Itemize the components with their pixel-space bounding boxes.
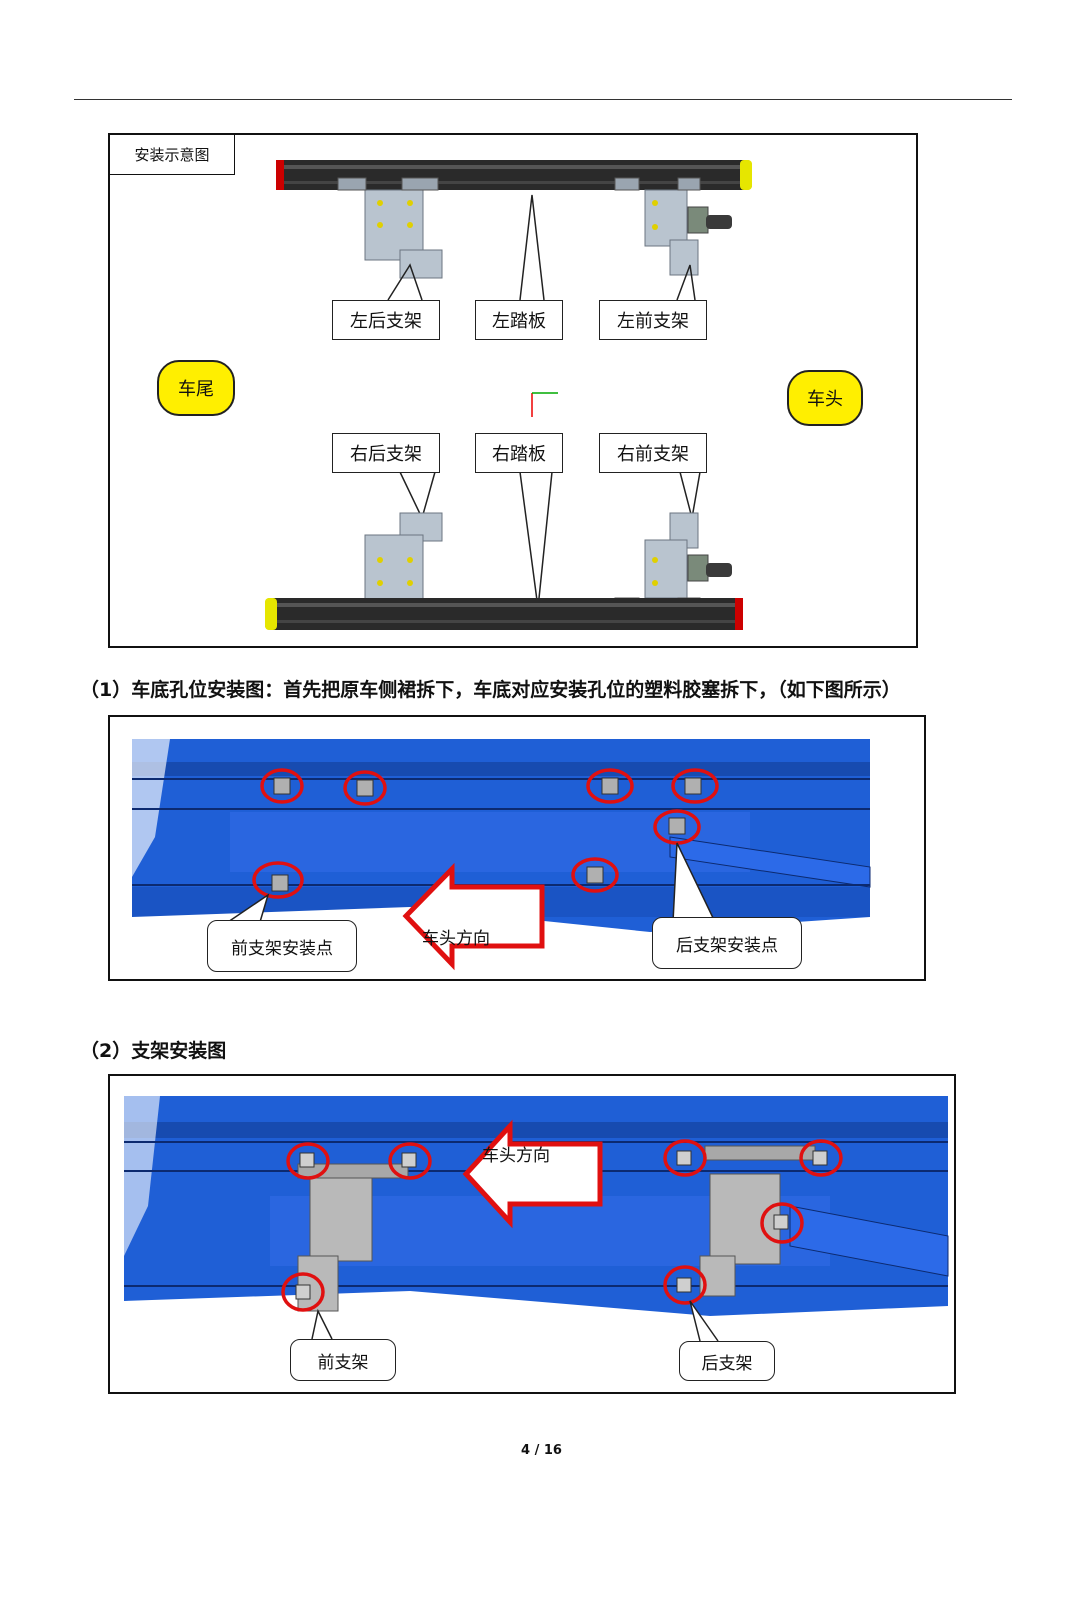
diagram-drawing (265, 160, 752, 630)
label-front-mount-point: 前支架安装点 (207, 920, 357, 972)
badge-rear: 车尾 (157, 360, 235, 416)
header-rule (74, 99, 1012, 100)
label-front-bracket: 前支架 (290, 1339, 396, 1381)
label-rear-mount-point: 后支架安装点 (652, 917, 802, 969)
label-rear-bracket: 后支架 (679, 1341, 775, 1381)
direction-label-2: 车头方向 (482, 1146, 550, 1166)
bracket-install-photo: 前支架 车头方向 后支架 (108, 1074, 956, 1394)
installation-diagram: 安装示意图 (108, 133, 918, 648)
label-right-front-bracket: 右前支架 (599, 433, 707, 473)
underbody-holes-photo: 前支架安装点 车头方向 后支架安装点 (108, 715, 926, 981)
direction-label: 车头方向 (422, 929, 490, 949)
label-right-rear-bracket: 右后支架 (332, 433, 440, 473)
label-left-rear-bracket: 左后支架 (332, 300, 440, 340)
badge-front: 车头 (787, 370, 863, 426)
label-left-front-bracket: 左前支架 (599, 300, 707, 340)
section1-heading: （1）车底孔位安装图：首先把原车侧裙拆下，车底对应安装孔位的塑料胶塞拆下，（如下… (80, 679, 901, 701)
section2-heading: （2）支架安装图 (80, 1040, 227, 1062)
diagram-legend: 安装示意图 (110, 135, 235, 175)
bracket-drawing (124, 1096, 949, 1342)
label-left-step: 左踏板 (475, 300, 563, 340)
label-right-step: 右踏板 (475, 433, 563, 473)
page-number: 4 / 16 (521, 1443, 562, 1458)
